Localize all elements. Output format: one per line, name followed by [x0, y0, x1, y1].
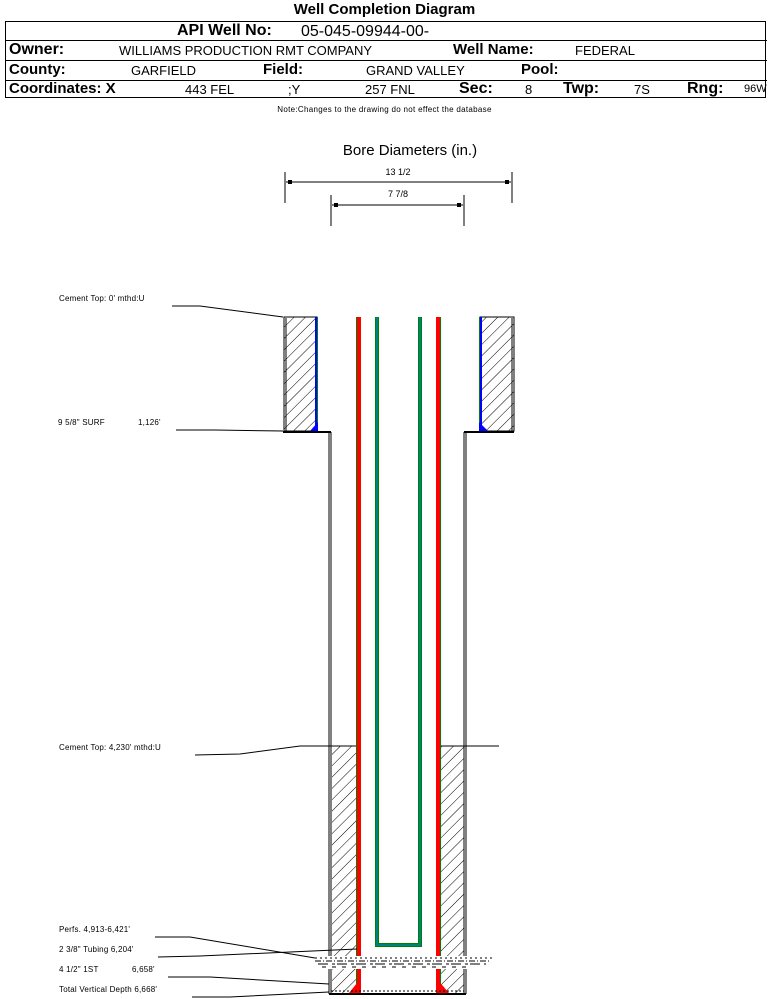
diagram-title: Well Completion Diagram — [293, 1, 476, 18]
leader-total-depth — [192, 991, 330, 998]
callout-cement-top-surface: Cement Top: 0' mthd:U — [59, 294, 145, 303]
leader-production-casing — [168, 976, 330, 985]
callout-tubing: 2 3/8" Tubing 6,204' — [59, 945, 134, 954]
header-divider — [5, 60, 767, 61]
database-note: Note:Changes to the drawing do not effec… — [277, 105, 492, 114]
county-value: GARFIELD — [131, 63, 197, 78]
callout-perfs: Perfs. 4,913-6,421' — [59, 925, 131, 934]
callout-production-casing: 4 1/2" 1ST — [59, 965, 99, 974]
well-header-table — [5, 21, 766, 98]
owner-value: WILLIAMS PRODUCTION RMT COMPANY — [119, 43, 373, 58]
sec-value: 8 — [525, 82, 533, 97]
tubing — [375, 317, 422, 947]
leader-perfs — [155, 936, 316, 959]
production-cement-right — [439, 746, 464, 993]
api-well-no-value: 05-045-09944-00- — [301, 23, 430, 40]
bore-dim-label-inner: 7 7/8 — [387, 189, 409, 199]
well-name-value: FEDERAL — [575, 43, 635, 58]
header-divider — [5, 40, 767, 41]
callout-surface-casing-depth: 1,126' — [138, 418, 161, 427]
coordinate-y-value: 257 FNL — [365, 82, 415, 97]
bore-diameters-title: Bore Diameters (in.) — [342, 142, 478, 159]
surface-cement-left — [283, 316, 318, 432]
surface-casing — [310, 317, 488, 431]
production-casing — [349, 317, 449, 994]
surface-cement-right — [479, 316, 515, 432]
bore-dimension-inner — [330, 195, 465, 226]
owner-label: Owner: — [9, 41, 65, 58]
county-label: County: — [9, 61, 66, 78]
callout-production-casing-depth: 6,658' — [132, 965, 155, 974]
field-label: Field: — [263, 61, 303, 78]
twp-value: 7S — [634, 82, 650, 97]
open-hole-wall-left — [283, 431, 332, 994]
callout-cement-top-production: Cement Top: 4,230' mthd:U — [59, 743, 161, 752]
coordinate-y-label: ;Y — [288, 82, 301, 97]
rng-value: 96W — [744, 83, 767, 95]
callout-total-depth: Total Vertical Depth 6,668' — [59, 985, 158, 994]
sec-label: Sec: — [459, 80, 493, 97]
leader-surface-casing — [176, 429, 284, 432]
leader-cement-top-surface — [172, 305, 284, 318]
callout-surface-casing: 9 5/8" SURF — [58, 418, 105, 427]
twp-label: Twp: — [563, 80, 600, 97]
rng-label: Rng: — [687, 80, 724, 97]
perforation-band — [315, 956, 493, 969]
bore-dimension-outer — [284, 172, 513, 203]
pool-label: Pool: — [521, 61, 559, 78]
api-well-no-label: API Well No: — [177, 22, 272, 39]
production-cement-left — [332, 746, 358, 993]
coordinate-x-value: 443 FEL — [185, 82, 235, 97]
header-divider — [5, 80, 767, 81]
bore-dim-label-outer: 13 1/2 — [385, 167, 411, 177]
leader-cement-top-production — [194, 745, 331, 756]
well-name-label: Well Name: — [453, 41, 534, 58]
coordinates-label: Coordinates: X — [9, 80, 116, 97]
open-hole-wall-right — [463, 431, 514, 994]
field-value: GRAND VALLEY — [366, 63, 465, 78]
leader-tubing — [157, 948, 358, 958]
